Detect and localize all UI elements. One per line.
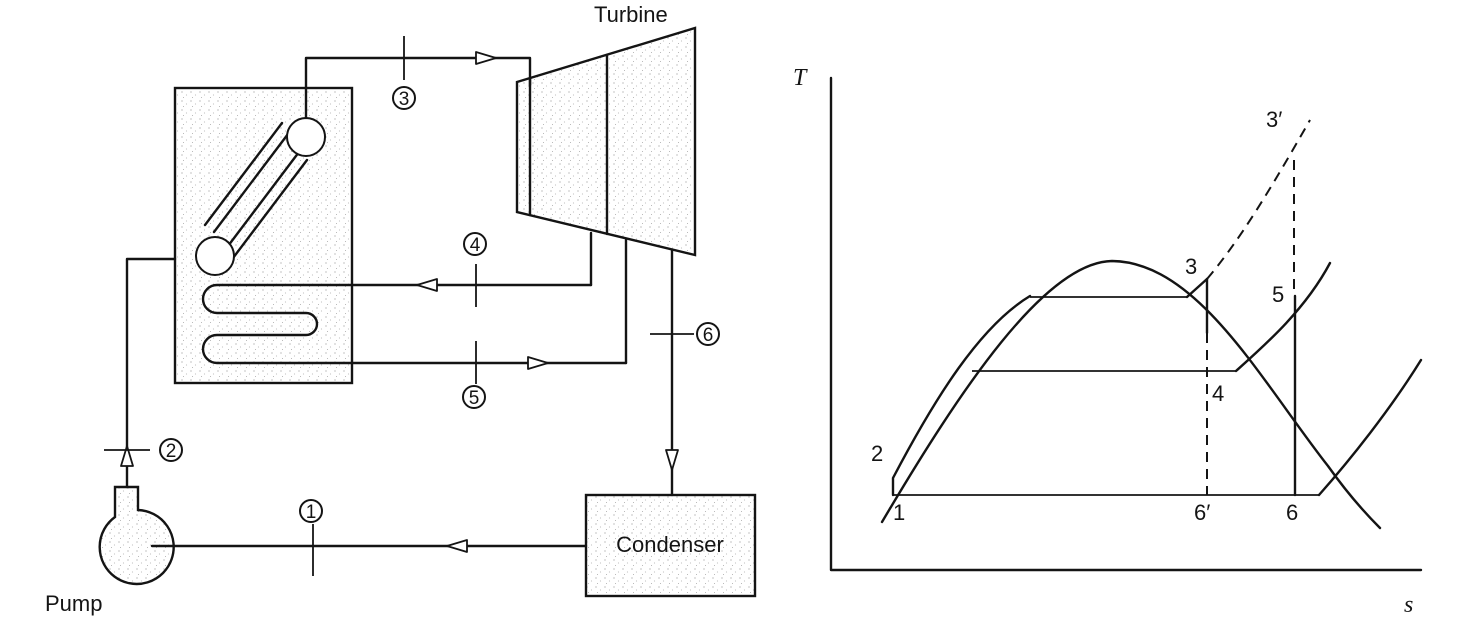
ts-point-1: 1 (893, 500, 905, 525)
boiler-tube (220, 150, 301, 256)
flow-arrow-icon (416, 278, 438, 292)
ts-point-4: 4 (1212, 381, 1224, 406)
flow-arrow-icon (527, 356, 549, 370)
boiler-tube (228, 158, 309, 264)
ts-point-5: 5 (1272, 282, 1284, 307)
ts-point-6-prime: 6′ (1194, 500, 1210, 525)
state-marker-5: 5 (462, 385, 486, 409)
ts-point-3-prime: 3′ (1266, 107, 1282, 132)
state-marker-2: 2 (159, 438, 183, 462)
condenser: Condenser (584, 493, 757, 598)
mud-drum (195, 236, 235, 276)
svg-text:5: 5 (469, 388, 480, 409)
process-1-2-heating (891, 294, 1032, 497)
flow-arrow-icon (665, 449, 679, 471)
turbine-label: Turbine (594, 2, 668, 27)
svg-text:3: 3 (399, 89, 410, 110)
cycle-schematic: Turbine Condenser Pump (45, 2, 757, 616)
boiler (173, 86, 628, 385)
condenser-label: Condenser (616, 532, 724, 557)
steam-drum (286, 117, 326, 157)
pipe-state-2 (125, 257, 177, 489)
pump-label: Pump (45, 591, 102, 616)
superheat-to-3 (1185, 277, 1209, 299)
ts-point-2: 2 (871, 441, 883, 466)
flow-arrow-icon (446, 539, 468, 553)
x-axis-label: s (1404, 592, 1413, 617)
ts-diagram: T s 1 2 3 3′ 4 5 6 6′ (793, 65, 1423, 617)
pump-body (98, 485, 175, 586)
superheat-curve-low (1317, 358, 1423, 497)
ts-point-3: 3 (1185, 254, 1197, 279)
svg-text:2: 2 (166, 441, 177, 462)
turbine: Turbine (515, 2, 697, 257)
boiler-casing (173, 86, 354, 385)
reheat-process-4-5 (1234, 261, 1332, 373)
flow-arrow-icon (120, 445, 134, 467)
pipe-state-3 (304, 56, 532, 120)
svg-text:1: 1 (306, 502, 317, 523)
state-marker-3: 3 (392, 86, 416, 110)
ts-axes (829, 76, 1423, 572)
ts-point-6: 6 (1286, 500, 1298, 525)
reheater-coil (201, 283, 628, 365)
svg-text:6: 6 (703, 325, 714, 346)
boiler-tube (203, 121, 284, 227)
no-reheat-superheat-dashed (1206, 119, 1311, 280)
flow-arrow-icon (475, 51, 497, 65)
y-axis-label: T (793, 65, 808, 91)
pump: Pump (45, 485, 175, 616)
state-marker-6: 6 (696, 322, 720, 346)
state-marker-1: 1 (299, 499, 323, 523)
boiler-tube (212, 128, 293, 234)
state-marker-4: 4 (463, 232, 487, 256)
svg-text:4: 4 (470, 235, 481, 256)
